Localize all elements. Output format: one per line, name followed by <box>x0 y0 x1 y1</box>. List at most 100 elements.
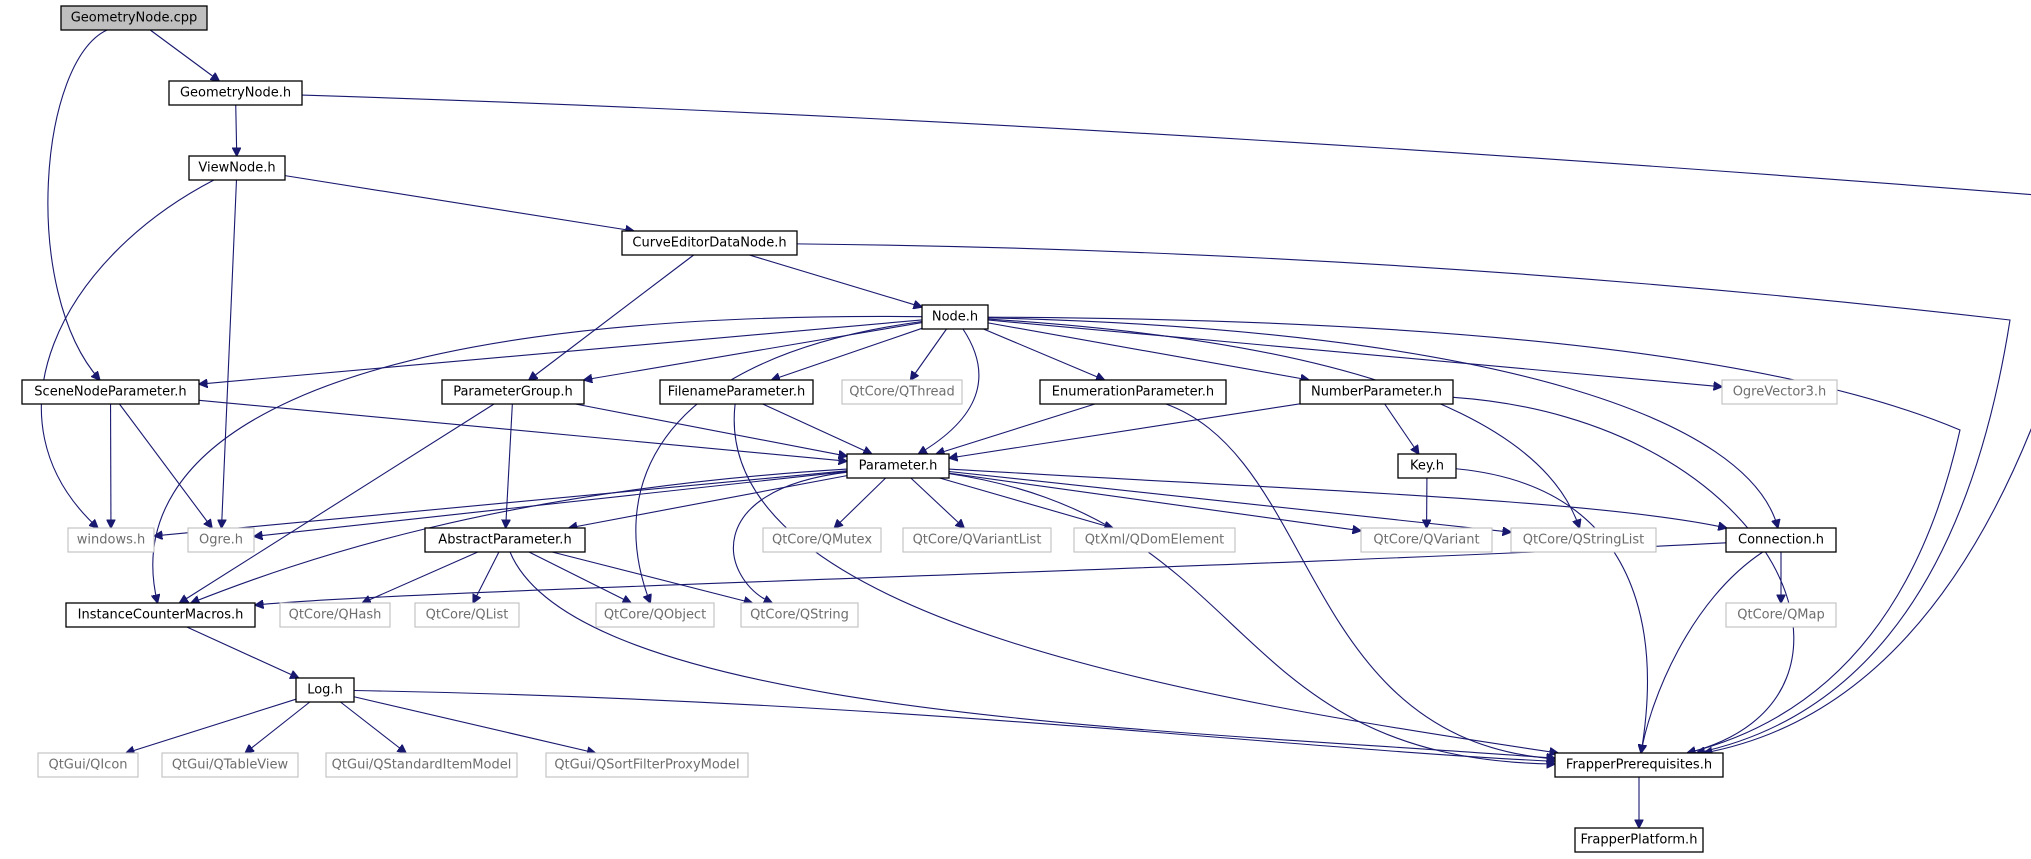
node-box <box>1299 379 1454 405</box>
node-box <box>1073 527 1236 553</box>
node-label: QtCore/QMap <box>1737 608 1824 623</box>
node-scenenodeparameter_h[interactable]: SceneNodeParameter.h <box>21 379 200 405</box>
edge-parametergroup_h-to-abstractparameter_h <box>506 403 513 528</box>
node-label: QtCore/QVariant <box>1373 533 1479 548</box>
node-parameter_h[interactable]: Parameter.h <box>846 453 950 479</box>
edge-node_h-to-qobject <box>635 320 923 603</box>
node-log_h[interactable]: Log.h <box>295 677 355 703</box>
edge-log_h-to-qstandarditemmodel <box>340 701 406 753</box>
node-qlist: QtCore/QList <box>414 602 520 628</box>
node-node_h[interactable]: Node.h <box>921 304 989 330</box>
edge-geometrynode_h-to-viewnode_h <box>236 104 237 156</box>
edge-instancecountermacros_h-to-log_h <box>186 626 299 678</box>
node-frapperprerequisites_h[interactable]: FrapperPrerequisites.h <box>1554 752 1724 778</box>
node-qsortfilterproxymodel: QtGui/QSortFilterProxyModel <box>545 752 749 778</box>
edge-node_h-to-frapperprerequisites_h <box>987 316 1961 753</box>
node-label: Ogre.h <box>199 533 243 548</box>
node-box <box>841 379 963 405</box>
node-box <box>1554 752 1724 778</box>
node-label: FilenameParameter.h <box>668 385 805 400</box>
node-box <box>279 602 391 628</box>
edge-parameter_h-to-qvariant <box>948 472 1361 531</box>
node-qstandarditemmodel: QtGui/QStandardItemModel <box>325 752 518 778</box>
node-box <box>1510 527 1657 553</box>
node-label: QtCore/QObject <box>604 608 706 623</box>
edge-connection_h-to-frapperprerequisites_h <box>1641 551 1764 753</box>
node-box <box>1397 453 1457 479</box>
node-instancecountermacros_h[interactable]: InstanceCounterMacros.h <box>65 602 256 628</box>
edge-node_h-to-scenenodeparameter_h <box>199 319 923 384</box>
edge-curveeditordatanode_h-to-parametergroup_h <box>529 254 695 380</box>
edge-node_h-to-enumerationparameter_h <box>983 328 1104 380</box>
edge-log_h-to-frapperprerequisites_h <box>353 689 1555 762</box>
edge-filenameparameter_h-to-frapperprerequisites_h <box>733 403 1558 753</box>
node-label: OgreVector3.h <box>1733 385 1827 400</box>
node-box <box>659 379 814 405</box>
node-label: AbstractParameter.h <box>438 533 571 548</box>
node-label: QtCore/QString <box>750 608 849 623</box>
node-box <box>424 527 586 553</box>
node-box <box>60 5 208 31</box>
node-label: QtXml/QDomElement <box>1085 533 1225 548</box>
edge-parameter_h-to-qstringlist <box>948 470 1511 533</box>
node-label: QtCore/QHash <box>289 608 382 623</box>
node-viewnode_h[interactable]: ViewNode.h <box>188 155 286 181</box>
node-box <box>21 379 200 405</box>
node-curveeditordatanode_h[interactable]: CurveEditorDataNode.h <box>621 230 798 256</box>
edge-parameter_h-to-ogre_h <box>254 471 848 537</box>
edge-enumerationparameter_h-to-parameter_h <box>936 403 1096 454</box>
node-box <box>161 752 299 778</box>
edge-connection_h-to-instancecountermacros_h <box>255 542 1727 605</box>
node-numberparameter_h[interactable]: NumberParameter.h <box>1299 379 1454 405</box>
node-label: windows.h <box>77 533 145 548</box>
node-label: Node.h <box>932 310 978 325</box>
node-box <box>846 453 950 479</box>
node-box <box>1725 602 1837 628</box>
node-label: QtCore/QList <box>426 608 509 623</box>
node-connection_h[interactable]: Connection.h <box>1725 527 1837 553</box>
edge-parameter_h-to-connection_h <box>948 468 1727 528</box>
node-abstractparameter_h[interactable]: AbstractParameter.h <box>424 527 586 553</box>
node-label: CurveEditorDataNode.h <box>632 236 786 251</box>
node-label: ParameterGroup.h <box>453 385 573 400</box>
edge-parameter_h-to-qstring <box>732 471 848 603</box>
edge-abstractparameter_h-to-qobject <box>528 551 631 603</box>
node-box <box>65 602 256 628</box>
node-qthread: QtCore/QThread <box>841 379 963 405</box>
edge-node_h-to-connection_h <box>987 317 1778 528</box>
edge-curveeditordatanode_h-to-frapperprerequisites_h <box>796 243 2011 753</box>
node-parametergroup_h[interactable]: ParameterGroup.h <box>441 379 585 405</box>
node-key_h[interactable]: Key.h <box>1397 453 1457 479</box>
edge-numberparameter_h-to-frapperprerequisites_h <box>1452 396 1795 753</box>
node-qvariant: QtCore/QVariant <box>1360 527 1493 553</box>
edge-scenenodeparameter_h-to-parameter_h <box>198 399 847 461</box>
edge-abstractparameter_h-to-qlist <box>473 551 500 603</box>
node-enumerationparameter_h[interactable]: EnumerationParameter.h <box>1039 379 1227 405</box>
node-label: GeometryNode.cpp <box>71 11 198 26</box>
node-qmutex: QtCore/QMutex <box>762 527 882 553</box>
node-label: EnumerationParameter.h <box>1052 385 1214 400</box>
node-qstring: QtCore/QString <box>740 602 859 628</box>
edge-viewnode_h-to-curveeditordatanode_h <box>284 175 634 231</box>
edge-node_h-to-instancecountermacros_h <box>153 315 923 603</box>
node-label: Key.h <box>1410 459 1444 474</box>
edge-key_h-to-frapperprerequisites_h <box>1455 468 1649 753</box>
node-box <box>762 527 882 553</box>
edge-numberparameter_h-to-parameter_h <box>949 403 1301 458</box>
node-geometrynode_cpp[interactable]: GeometryNode.cpp <box>60 5 208 31</box>
node-filenameparameter_h[interactable]: FilenameParameter.h <box>659 379 814 405</box>
node-qvariantlist: QtCore/QVariantList <box>902 527 1052 553</box>
node-label: ViewNode.h <box>198 161 275 176</box>
node-box <box>67 527 155 553</box>
edge-curveeditordatanode_h-to-node_h <box>749 254 922 307</box>
node-label: QtCore/QVariantList <box>913 533 1042 548</box>
node-box <box>621 230 798 256</box>
node-frapperplatform_h[interactable]: FrapperPlatform.h <box>1574 827 1704 853</box>
node-box <box>1725 527 1837 553</box>
node-geometrynode_h[interactable]: GeometryNode.h <box>168 80 303 106</box>
node-qicon: QtGui/QIcon <box>37 752 139 778</box>
node-label: Log.h <box>307 683 343 698</box>
node-windows_h: windows.h <box>67 527 155 553</box>
node-qmap: QtCore/QMap <box>1725 602 1837 628</box>
